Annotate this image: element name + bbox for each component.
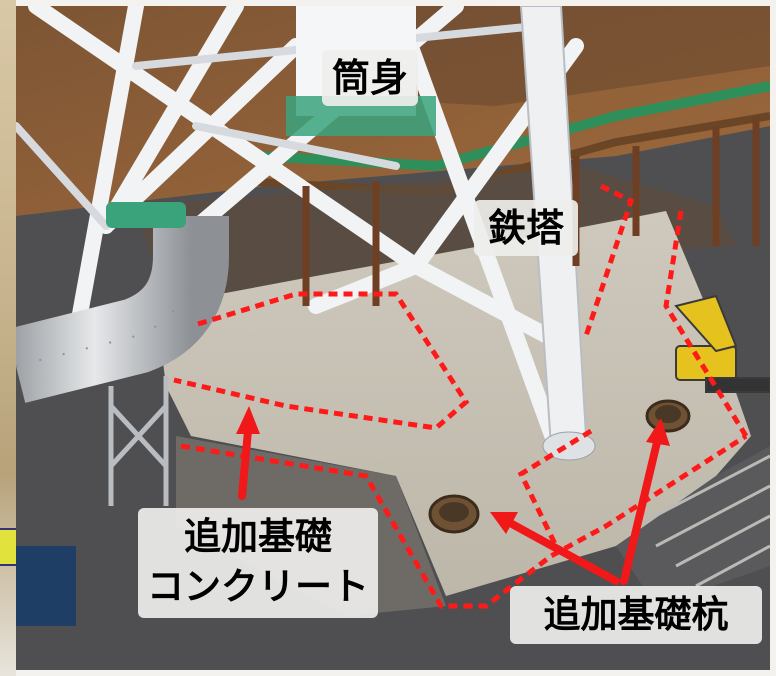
tower-label: 鉄塔 xyxy=(474,200,578,256)
concrete-label-line2: コンクリート xyxy=(147,565,369,608)
pointer-arrows xyxy=(236,406,670,585)
duct-pipe xyxy=(16,216,229,403)
concrete-label-line1: 追加基礎 xyxy=(184,515,332,558)
blue-vehicle xyxy=(16,546,76,626)
pile-cap-2 xyxy=(645,399,691,433)
pile-cap-1 xyxy=(428,494,480,534)
pipe-support xyxy=(108,376,169,506)
photo-illustration xyxy=(16,6,770,670)
rebar-cages xyxy=(635,454,770,588)
concrete-outline xyxy=(173,183,749,609)
deck-railing xyxy=(255,81,770,172)
concrete-slab xyxy=(156,211,751,596)
left-margin-strip xyxy=(0,0,16,676)
stack-label: 筒身 xyxy=(322,50,418,106)
piles-label: 追加基礎杭 xyxy=(510,586,762,644)
excavator xyxy=(674,294,770,393)
construction-photo: 筒身 鉄塔 追加基礎 コンクリート 追加基礎杭 xyxy=(16,6,770,670)
concrete-label: 追加基礎 コンクリート xyxy=(138,508,378,618)
